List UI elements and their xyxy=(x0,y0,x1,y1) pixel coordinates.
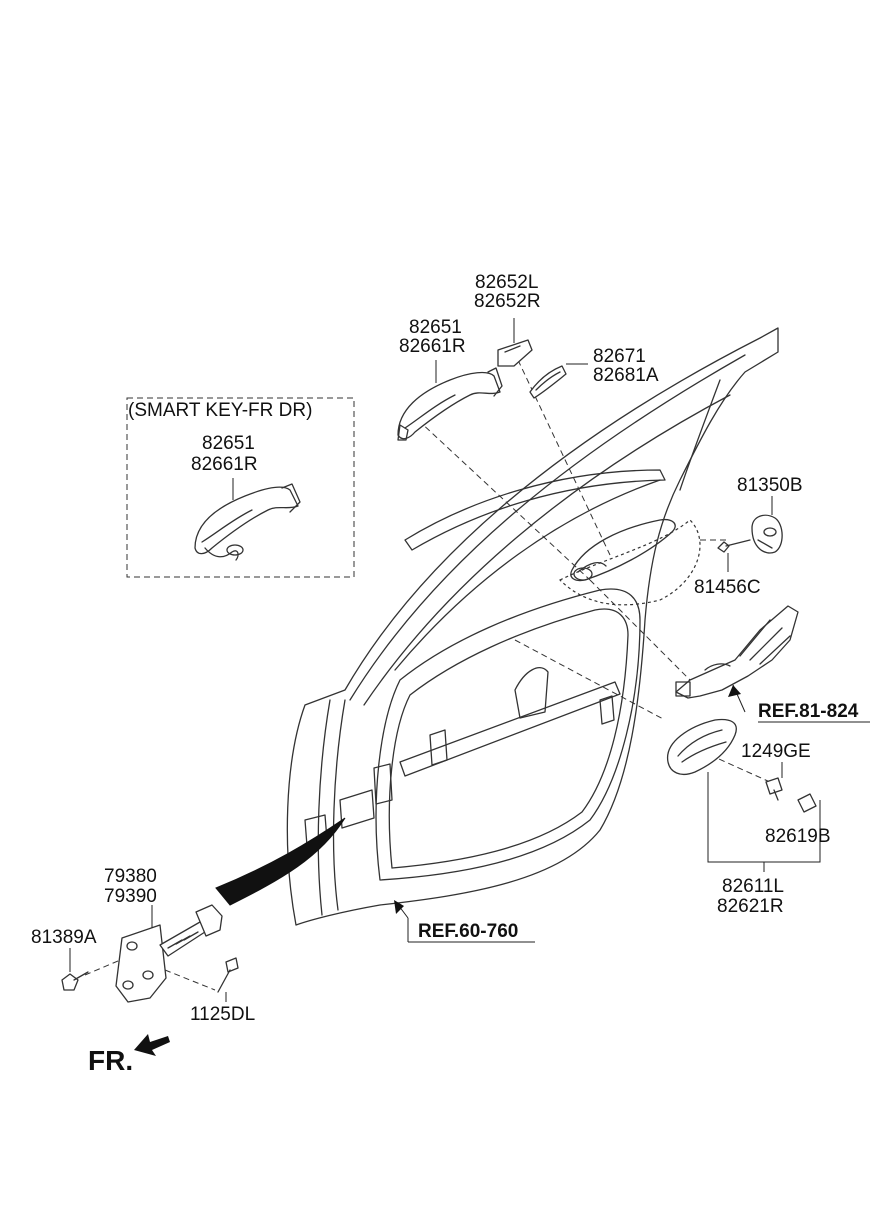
door-striker-part xyxy=(751,496,783,554)
checker-bolt-left-part xyxy=(61,948,89,991)
cover-cap-part xyxy=(797,793,817,813)
dashed-assembly-lines xyxy=(84,359,771,991)
smart-key-box xyxy=(126,397,355,578)
striker-bolt-part xyxy=(717,539,751,572)
callout-strip-l: 82652L xyxy=(475,272,538,293)
callout-smart-a: 82651 xyxy=(202,433,255,454)
callout-smart-b: 82661R xyxy=(191,454,258,475)
callout-inner-l: 82611L xyxy=(722,876,784,897)
outside-handle-part xyxy=(397,367,503,441)
lock-envelope-outline xyxy=(558,519,701,606)
check-strap-pointer xyxy=(215,817,346,906)
door-ref-leader xyxy=(394,900,535,943)
handle-cover-strip-part xyxy=(497,318,533,367)
callout-handle-a: 82651 xyxy=(409,317,462,338)
callout-cover-b: 82681A xyxy=(593,365,659,386)
callout-handle-b: 82661R xyxy=(399,336,466,357)
door-lock-part xyxy=(675,605,870,723)
inside-handle-part xyxy=(667,718,821,872)
callout-bolt-a: 81389A xyxy=(31,927,97,948)
callout-checker-a: 79380 xyxy=(104,866,157,887)
smart-key-handle-part xyxy=(194,483,301,561)
front-door-panel xyxy=(286,327,779,926)
door-checker-part xyxy=(115,904,223,1003)
front-direction-arrow xyxy=(134,1034,170,1056)
callout-bolt-b: 1125DL xyxy=(190,1004,255,1025)
callout-smart-title: (SMART KEY-FR DR) xyxy=(128,400,312,421)
keyhole-cover-part xyxy=(529,363,588,399)
callout-door-ref: REF.60-760 xyxy=(418,921,518,942)
callout-striker-bolt: 81456C xyxy=(694,577,761,598)
callout-cap: 82619B xyxy=(765,826,831,847)
checker-bolt-right-part xyxy=(217,957,239,1002)
callout-cover-a: 82671 xyxy=(593,346,646,367)
callout-lock-ref: REF.81-824 xyxy=(758,701,859,722)
callout-screw: 1249GE xyxy=(741,741,811,762)
callout-strip-r: 82652R xyxy=(474,291,541,312)
callout-inner-r: 82621R xyxy=(717,896,784,917)
front-label: FR. xyxy=(88,1045,133,1076)
screw-part xyxy=(765,762,783,801)
callout-striker: 81350B xyxy=(737,475,803,496)
callout-checker-b: 79390 xyxy=(104,886,157,907)
